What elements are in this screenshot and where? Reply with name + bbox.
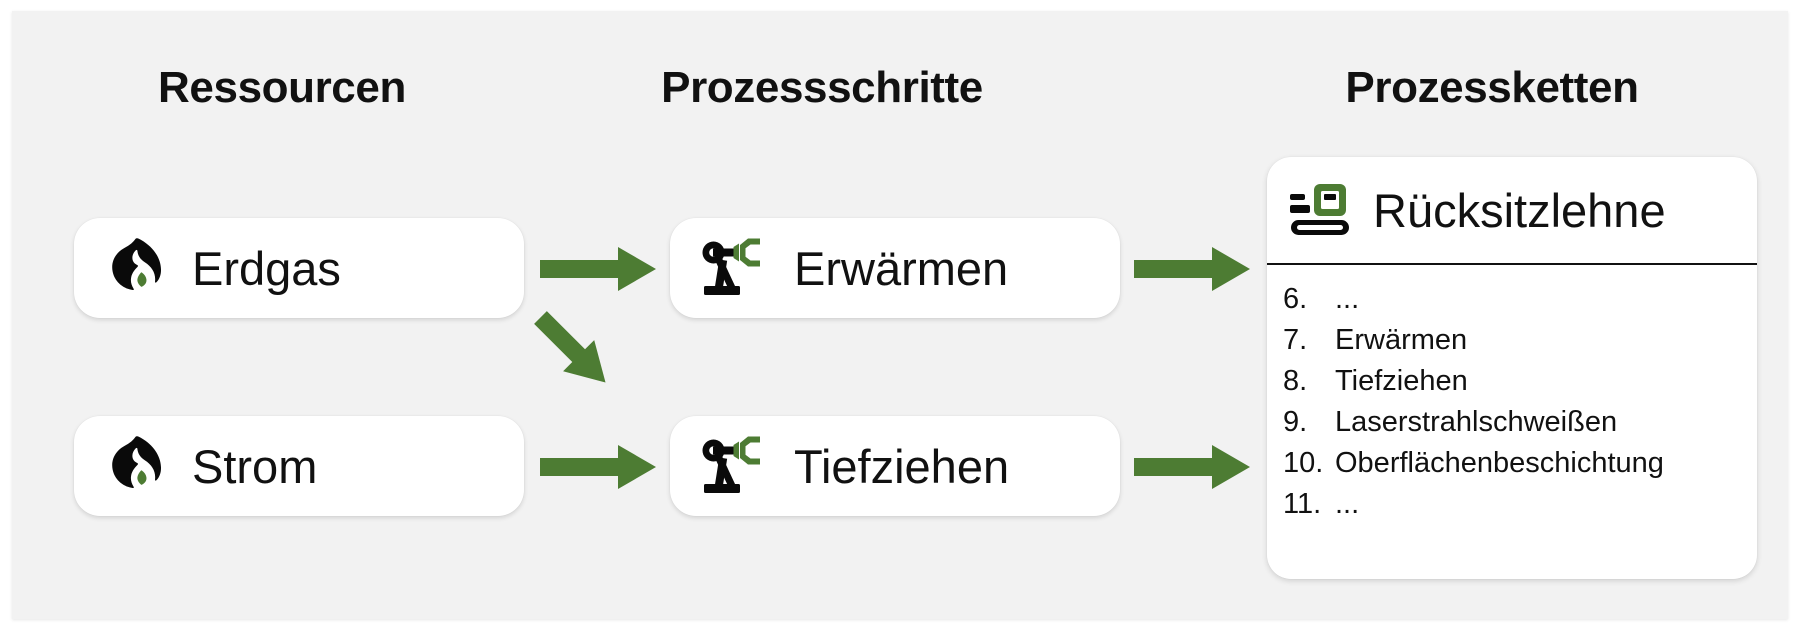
arrow-strom-to-tiefziehen bbox=[540, 445, 656, 489]
resource-card-label: Strom bbox=[192, 439, 318, 493]
list-item-number: 11. bbox=[1283, 488, 1322, 520]
list-item-label: Oberflächenbeschichtung bbox=[1335, 447, 1664, 479]
process-chain-title: Rücksitzlehne bbox=[1373, 183, 1666, 237]
column-title-resources: Ressourcen bbox=[158, 63, 406, 112]
column-title-process-steps: Prozessschritte bbox=[661, 63, 983, 112]
list-item-label: ... bbox=[1335, 488, 1360, 520]
process-chain-card[interactable]: Rücksitzlehne 6. ... 7. Erwärmen 8. Tief… bbox=[1267, 157, 1757, 579]
process-chain-header: Rücksitzlehne bbox=[1267, 157, 1757, 263]
robot-arm-icon bbox=[700, 236, 764, 301]
list-item-number: 7. bbox=[1283, 324, 1308, 356]
flame-icon bbox=[108, 435, 162, 498]
column-title-process-chains: Prozessketten bbox=[1345, 63, 1639, 112]
product-scale-icon bbox=[1289, 180, 1351, 241]
arrow-erwaermen-to-process-chain bbox=[1134, 247, 1250, 291]
diagram-panel: Ressourcen Prozessschritte Prozessketten… bbox=[12, 11, 1788, 619]
list-item-number: 6. bbox=[1283, 283, 1308, 315]
flame-icon bbox=[108, 237, 162, 300]
list-item-label: ... bbox=[1335, 283, 1360, 315]
list-item-number: 8. bbox=[1283, 365, 1308, 397]
arrow-tiefziehen-to-process-chain bbox=[1134, 445, 1250, 489]
process-chain-list-item[interactable]: 7. Erwärmen bbox=[1283, 320, 1743, 361]
list-item-number: 9. bbox=[1283, 406, 1308, 438]
resource-card-erdgas[interactable]: Erdgas bbox=[74, 218, 524, 318]
process-step-card-erwaermen[interactable]: Erwärmen bbox=[670, 218, 1120, 318]
process-step-card-label: Tiefziehen bbox=[794, 439, 1010, 493]
resource-card-strom[interactable]: Strom bbox=[74, 416, 524, 516]
robot-arm-icon bbox=[700, 434, 764, 499]
resource-card-label: Erdgas bbox=[192, 241, 341, 295]
process-chain-list-item[interactable]: 6. ... bbox=[1283, 279, 1743, 320]
list-item-label: Tiefziehen bbox=[1335, 365, 1468, 397]
process-chain-divider bbox=[1267, 263, 1757, 265]
process-chain-list-item[interactable]: 8. Tiefziehen bbox=[1283, 361, 1743, 402]
arrow-erdgas-to-tiefziehen bbox=[534, 311, 606, 383]
process-chain-list-item[interactable]: 9. Laserstrahlschweißen bbox=[1283, 402, 1743, 443]
process-chain-list: 6. ... 7. Erwärmen 8. Tiefziehen 9. Lase… bbox=[1283, 279, 1743, 525]
arrow-erdgas-to-erwaermen bbox=[540, 247, 656, 291]
process-step-card-tiefziehen[interactable]: Tiefziehen bbox=[670, 416, 1120, 516]
list-item-label: Erwärmen bbox=[1335, 324, 1468, 356]
list-item-label: Laserstrahlschweißen bbox=[1335, 406, 1618, 438]
list-item-number: 10. bbox=[1283, 447, 1324, 479]
process-chain-list-item[interactable]: 10. Oberflächenbeschichtung bbox=[1283, 443, 1743, 484]
process-chain-list-item[interactable]: 11. ... bbox=[1283, 484, 1743, 525]
process-step-card-label: Erwärmen bbox=[794, 241, 1009, 295]
